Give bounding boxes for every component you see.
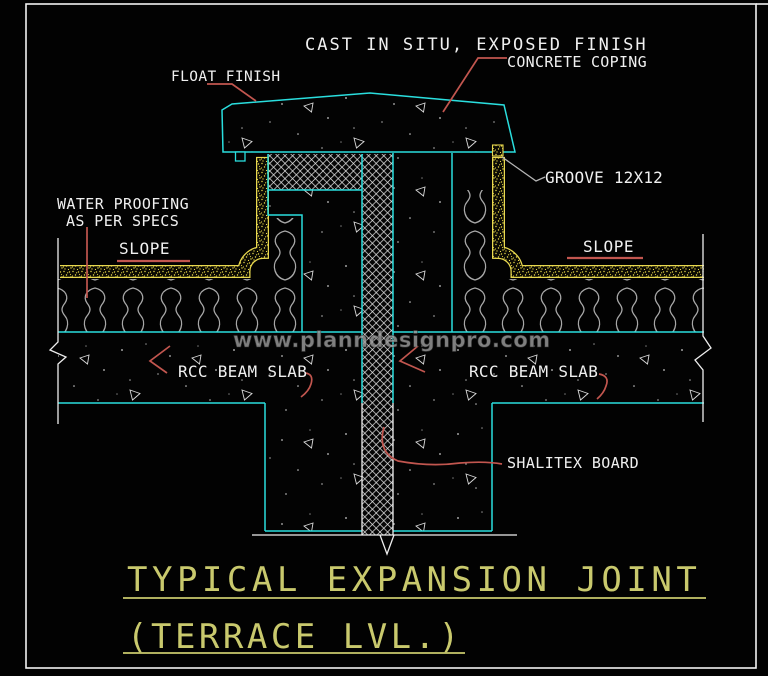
right-coba-layer bbox=[452, 190, 704, 332]
label-rcc-beam-slab-left: RCC BEAM SLAB bbox=[178, 362, 307, 381]
label-waterproofing-line2: AS PER SPECS bbox=[66, 212, 179, 230]
break-line-right bbox=[694, 234, 712, 422]
drip-groove-left bbox=[234, 151, 246, 162]
leader-rcc-right-hook bbox=[596, 373, 608, 400]
watermark: www.planndesignpro.com bbox=[233, 328, 551, 352]
left-coba-layer bbox=[58, 218, 302, 332]
leader-rcc-left bbox=[148, 345, 171, 374]
label-waterproofing-line1: WATER PROOFING bbox=[57, 195, 189, 213]
label-rcc-beam-slab-right: RCC BEAM SLAB bbox=[469, 362, 598, 381]
label-slope-left: SLOPE bbox=[119, 239, 170, 258]
label-concrete-coping: CONCRETE COPING bbox=[507, 53, 647, 71]
white-lines bbox=[48, 234, 712, 556]
leader-groove bbox=[501, 156, 546, 182]
red-leaders bbox=[86, 57, 643, 466]
groove-12x12-notch bbox=[491, 144, 504, 157]
label-groove: GROOVE 12X12 bbox=[545, 168, 663, 187]
leader-float-finish bbox=[207, 83, 257, 102]
shalitex-joint-hatch bbox=[268, 154, 393, 535]
label-cast-in-situ: CAST IN SITU, EXPOSED FINISH bbox=[305, 35, 648, 55]
break-line-left bbox=[48, 238, 68, 424]
leader-rcc-left-hook bbox=[300, 372, 313, 398]
title-line1: TYPICAL EXPANSION JOINT bbox=[127, 560, 701, 600]
leader-rcc-right bbox=[398, 345, 426, 373]
concrete-coping-shape bbox=[221, 92, 516, 153]
leader-concrete-coping bbox=[442, 57, 507, 113]
title-line2: (TERRACE LVL.) bbox=[127, 617, 463, 657]
cyan-outlines bbox=[58, 153, 704, 532]
joint-bottom-arrow bbox=[379, 534, 395, 556]
label-float-finish: FLOAT FINISH bbox=[171, 69, 281, 85]
right-slab-beam bbox=[393, 332, 704, 531]
label-shalitex-board: SHALITEX BOARD bbox=[507, 454, 639, 472]
left-waterproofing-membrane bbox=[60, 156, 269, 278]
left-slab-beam bbox=[58, 332, 362, 531]
leader-shalitex bbox=[381, 426, 503, 466]
label-slope-right: SLOPE bbox=[583, 237, 634, 256]
drawing-frame bbox=[25, 3, 768, 669]
drawing-title: TYPICAL EXPANSION JOINT (TERRACE LVL.) bbox=[123, 560, 706, 657]
left-upstand-wall bbox=[268, 190, 362, 332]
right-upstand-wall bbox=[393, 153, 452, 332]
